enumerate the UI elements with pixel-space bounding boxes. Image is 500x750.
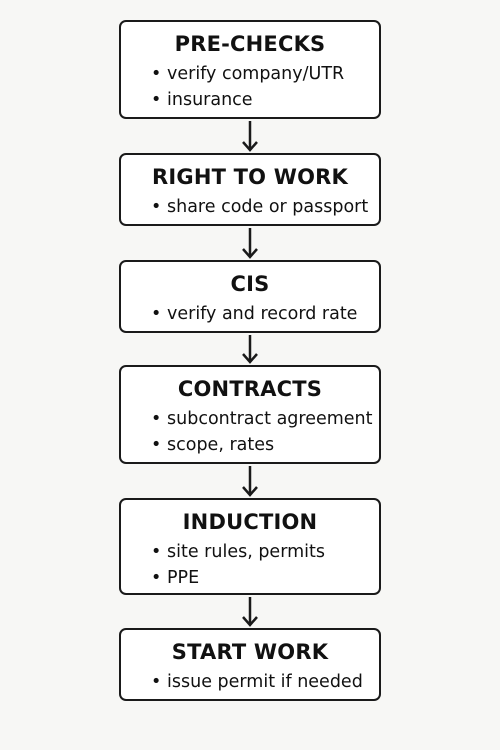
step-title: RIGHT TO WORK bbox=[152, 165, 348, 189]
step-items: verify and record rate bbox=[121, 301, 379, 327]
step-items: verify company/UTR insurance bbox=[121, 61, 379, 113]
step-item: verify and record rate bbox=[151, 301, 379, 327]
step-items: issue permit if needed bbox=[121, 669, 379, 695]
step-items: site rules, permits PPE bbox=[121, 539, 379, 591]
step-title: INDUCTION bbox=[182, 510, 318, 534]
step-induction: INDUCTION site rules, permits PPE bbox=[119, 498, 381, 595]
step-title: START WORK bbox=[171, 640, 329, 664]
step-item: verify company/UTR bbox=[151, 61, 379, 87]
step-cis: CIS verify and record rate bbox=[119, 260, 381, 333]
down-arrow-icon bbox=[240, 228, 260, 260]
step-title: CIS bbox=[230, 272, 270, 296]
step-item: site rules, permits bbox=[151, 539, 379, 565]
step-item: issue permit if needed bbox=[151, 669, 379, 695]
down-arrow-icon bbox=[240, 597, 260, 628]
step-item: insurance bbox=[151, 87, 379, 113]
down-arrow-icon bbox=[240, 466, 260, 498]
step-items: share code or passport bbox=[121, 194, 379, 220]
step-right-to-work: RIGHT TO WORK share code or passport bbox=[119, 153, 381, 226]
step-start-work: START WORK issue permit if needed bbox=[119, 628, 381, 701]
down-arrow-icon bbox=[240, 121, 260, 153]
step-title: CONTRACTS bbox=[177, 377, 323, 401]
down-arrow-icon bbox=[240, 335, 260, 365]
step-pre-checks: PRE-CHECKS verify company/UTR insurance bbox=[119, 20, 381, 119]
step-item: subcontract agreement bbox=[151, 406, 379, 432]
step-item: share code or passport bbox=[151, 194, 379, 220]
step-item: PPE bbox=[151, 565, 379, 591]
step-items: subcontract agreement scope, rates bbox=[121, 406, 379, 458]
step-title: PRE-CHECKS bbox=[174, 32, 326, 56]
step-contracts: CONTRACTS subcontract agreement scope, r… bbox=[119, 365, 381, 464]
step-item: scope, rates bbox=[151, 432, 379, 458]
